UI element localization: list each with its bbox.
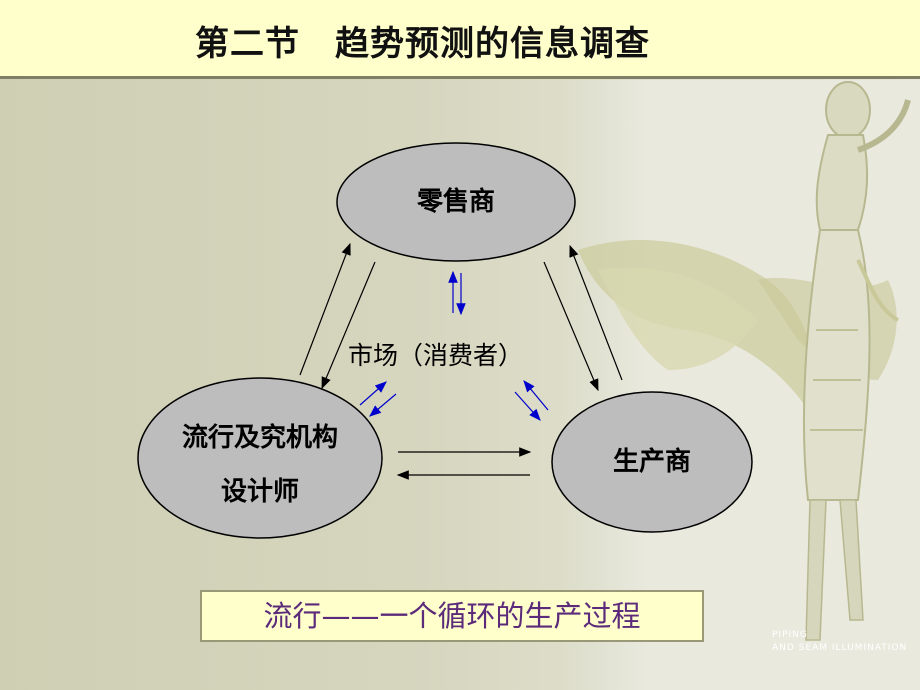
slide-title: 第二节 趋势预测的信息调查 xyxy=(195,24,650,64)
arrow-producer-to-retailer xyxy=(569,244,623,381)
producer-label: 生产商 xyxy=(612,447,691,477)
market-label: 市场（消费者） xyxy=(348,341,524,370)
fashion-illustration xyxy=(558,80,920,690)
blue-arrow-market-to-producer xyxy=(514,391,541,421)
retailer-label: 零售商 xyxy=(416,187,495,217)
caption-box: 流行——一个循环的生产过程 xyxy=(200,590,704,642)
caption-text: 流行——一个循环的生产过程 xyxy=(263,599,641,633)
title-bar: 第二节 趋势预测的信息调查 xyxy=(0,0,920,79)
producer-node xyxy=(551,391,753,533)
arrow-retailer-to-producer xyxy=(543,261,599,392)
trend-institution-label: 流行及究机构 xyxy=(181,423,338,453)
blue-arrow-market-to-trend xyxy=(369,393,397,417)
retailer-node xyxy=(336,142,576,262)
trend-designer-node xyxy=(137,377,383,539)
arrow-trend-to-retailer xyxy=(299,242,351,376)
decoration-caption-line1: PIPING xyxy=(772,630,808,640)
designer-label: 设计师 xyxy=(220,477,299,507)
blue-arrow-trend-to-market xyxy=(359,381,387,406)
arrow-retailer-to-trend xyxy=(321,261,376,390)
blue-arrow-producer-to-market xyxy=(523,380,549,411)
decoration-caption-line2: AND SEAM ILLUMINATION xyxy=(772,643,908,653)
